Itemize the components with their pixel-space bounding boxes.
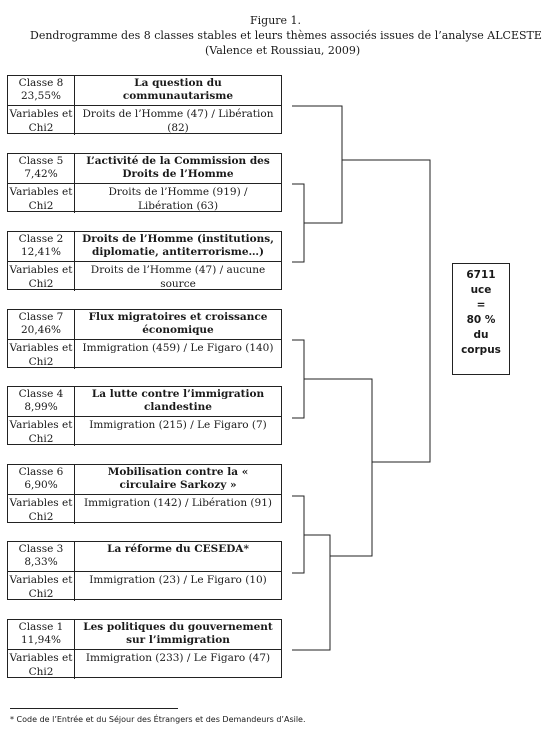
variables-label: Variables et Chi2 bbox=[8, 495, 75, 524]
total-uce-count: 6711 bbox=[466, 269, 496, 281]
class-name: Classe 7 bbox=[18, 311, 64, 323]
class-percent: 8,99% bbox=[24, 401, 58, 413]
class-title: Mobilisation contre la « circulaire Sark… bbox=[75, 465, 281, 495]
link-8-52 bbox=[292, 105, 343, 224]
variables-label: Variables et Chi2 bbox=[8, 572, 75, 601]
figure-label: Figure 1. bbox=[250, 14, 302, 27]
variables-values: Immigration (459) / Le Figaro (140) bbox=[82, 342, 274, 354]
variables-values: Droits de l’Homme (47) / Libération (82) bbox=[82, 108, 274, 134]
class-percent: 6,90% bbox=[24, 479, 58, 491]
class-name: Classe 2 bbox=[18, 233, 64, 245]
variables-label: Variables et Chi2 bbox=[8, 340, 75, 369]
variables-values: Immigration (215) / Le Figaro (7) bbox=[89, 419, 267, 431]
class-title: Les politiques du gouvernement sur l’imm… bbox=[75, 620, 281, 650]
class-title: Flux migratoires et croissance économiqu… bbox=[75, 310, 281, 340]
class-name: Classe 8 bbox=[18, 77, 64, 89]
link-74-631 bbox=[316, 378, 373, 557]
class-percent: 23,55% bbox=[20, 90, 62, 102]
link-root bbox=[390, 159, 431, 463]
class-title: L’activité de la Commission des Droits d… bbox=[75, 154, 281, 184]
footnote: * Code de l’Entrée et du Séjour des Étra… bbox=[10, 715, 306, 724]
class-percent: 11,94% bbox=[20, 634, 62, 646]
total-uce-label: uce bbox=[470, 284, 492, 296]
variables-label: Variables et Chi2 bbox=[8, 262, 75, 291]
variables-label: Variables et Chi2 bbox=[8, 650, 75, 679]
footnote-rule bbox=[10, 708, 178, 709]
class-name: Classe 6 bbox=[18, 466, 64, 478]
class-name: Classe 3 bbox=[18, 543, 64, 555]
total-du: du bbox=[473, 329, 489, 341]
figure-title: Dendrogramme des 8 classes stables et le… bbox=[30, 29, 542, 42]
variables-label: Variables et Chi2 bbox=[8, 184, 75, 213]
class-title: Droits de l’Homme (institutions, diploma… bbox=[75, 232, 281, 262]
class-percent: 12,41% bbox=[20, 246, 62, 258]
link-63-1 bbox=[292, 534, 331, 651]
variables-values: Droits de l’Homme (919) / Libération (63… bbox=[108, 186, 248, 212]
class-percent: 7,42% bbox=[24, 168, 58, 180]
class-name: Classe 5 bbox=[18, 155, 64, 167]
variables-values: Immigration (23) / Le Figaro (10) bbox=[89, 574, 267, 586]
variables-values: Droits de l’Homme (47) / aucune source bbox=[90, 264, 266, 290]
dendrogram-lines bbox=[292, 105, 431, 651]
class-percent: 8,33% bbox=[24, 556, 58, 568]
variables-label: Variables et Chi2 bbox=[8, 106, 75, 135]
variables-label: Variables et Chi2 bbox=[8, 417, 75, 446]
link-5-2 bbox=[292, 183, 305, 263]
class-name: Classe 4 bbox=[18, 388, 64, 400]
class-title: La réforme du CESEDA* bbox=[75, 542, 281, 572]
figure-source: (Valence et Roussiau, 2009) bbox=[205, 44, 361, 57]
class-title: La question du communautarisme bbox=[75, 76, 281, 106]
variables-values: Immigration (142) / Libération (91) bbox=[84, 497, 272, 509]
total-equals: = bbox=[476, 299, 486, 311]
total-corpus: corpus bbox=[461, 344, 501, 356]
link-7-4 bbox=[292, 339, 305, 419]
class-title: La lutte contre l’immigration clandestin… bbox=[75, 387, 281, 417]
variables-values: Immigration (233) / Le Figaro (47) bbox=[85, 652, 271, 664]
class-percent: 20,46% bbox=[20, 324, 62, 336]
link-6-3 bbox=[292, 495, 305, 574]
corpus-total-box: 6711 uce = 80 % du corpus bbox=[452, 263, 510, 375]
total-percent: 80 % bbox=[466, 314, 496, 326]
class-name: Classe 1 bbox=[18, 621, 64, 633]
